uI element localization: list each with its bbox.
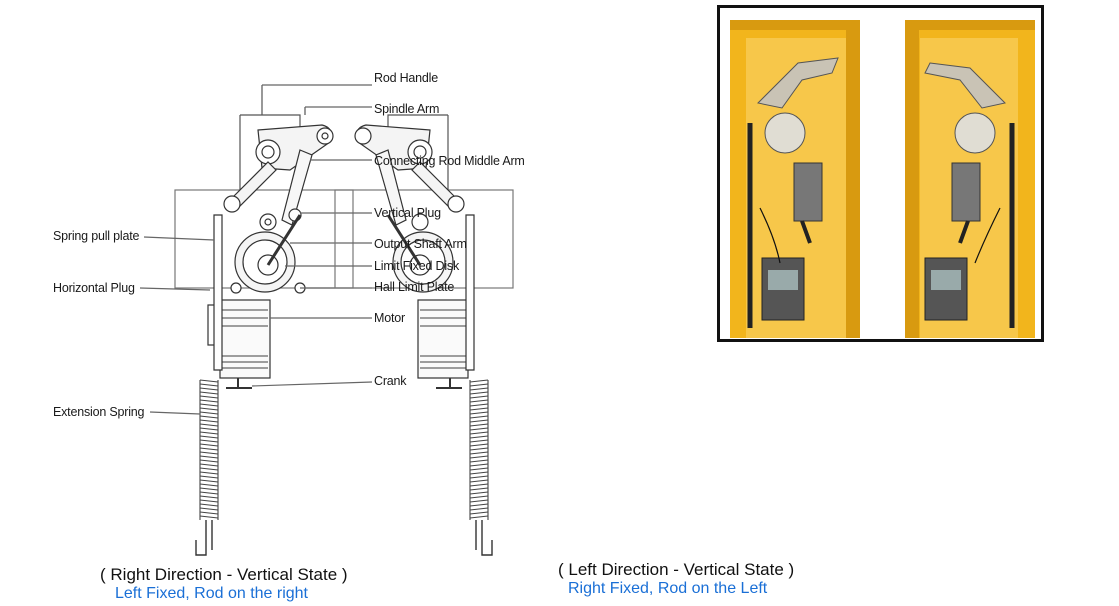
right-cabinet-photo (905, 20, 1035, 338)
label-output-shaft-arm: Output Shaft Arm (374, 237, 467, 251)
caption-left-direction-title: ( Left Direction - Vertical State ) (558, 560, 795, 579)
label-horizontal-plug: Horizontal Plug (53, 281, 135, 295)
label-rod-handle: Rod Handle (374, 71, 439, 85)
label-vertical-plug: Vertical Plug (374, 206, 441, 220)
label-extension-spring: Extension Spring (53, 405, 145, 419)
label-connecting-rod-middle-arm: Connecting Rod Middle Arm (374, 154, 525, 168)
right-direction-mechanism-drawing (139, 84, 514, 556)
caption-left-direction-subtitle: Right Fixed, Rod on the Left (568, 580, 768, 597)
caption-right-direction-title: ( Right Direction - Vertical State ) (100, 565, 348, 584)
cabinet-photo-drawing (730, 20, 1035, 338)
left-cabinet-photo (730, 20, 860, 338)
caption-right-direction-subtitle: Left Fixed, Rod on the right (115, 585, 308, 602)
label-limit-fixed-disk: Limit Fixed Disk (374, 259, 460, 273)
label-hall-limit-plate: Hall Limit Plate (374, 280, 455, 294)
label-motor: Motor (374, 311, 405, 325)
label-spindle-arm: Spindle Arm (374, 102, 440, 116)
cabinet-photo-inset (717, 5, 1044, 342)
label-crank: Crank (374, 374, 407, 388)
label-spring-pull-plate: Spring pull plate (53, 229, 140, 243)
